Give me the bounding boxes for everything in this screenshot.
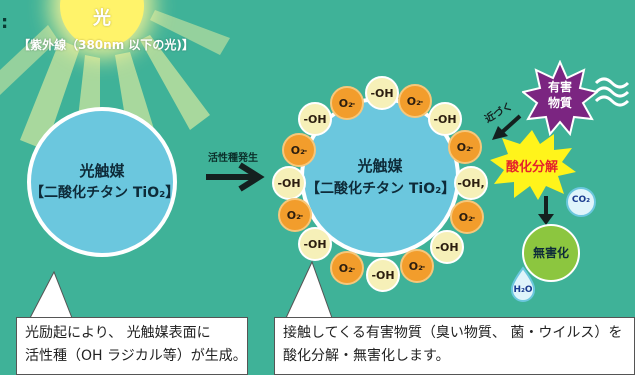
- harmful-substance-star-icon: [522, 60, 598, 136]
- light-title: 光: [93, 8, 111, 29]
- caption-right-line2: 酸化分解・無害化します。: [283, 348, 450, 364]
- oh-radical-bubble: -OH: [298, 102, 332, 136]
- arrow-label: 活性種発生: [208, 153, 258, 164]
- caption-right-line1: 接触してくる有害物質（臭い物質、 菌・ウイルス）を: [283, 325, 623, 341]
- decomposition-label: 酸化分解: [505, 160, 558, 175]
- o2-radical-bubble: O₂-: [278, 198, 312, 232]
- caption-left-line1: 光励起により、 光触媒表面に: [25, 325, 211, 341]
- catalyst-formula-before: 【二酸化チタン TiO₂】: [30, 185, 180, 201]
- co2-label: CO₂: [571, 195, 591, 205]
- down-arrow-icon: [538, 196, 554, 225]
- o2-radical-bubble: O₂-: [400, 249, 434, 283]
- caption-left: 光励起により、 光触媒表面に 活性種（OH ラジカル等）が生成。: [16, 317, 248, 375]
- catalyst-label-after: 光触媒: [357, 157, 403, 175]
- o2-radical-bubble: O₂-: [330, 251, 364, 285]
- oh-radical-bubble: -OH: [430, 230, 464, 264]
- o2-radical-bubble: O₂-: [448, 130, 482, 164]
- photocatalyst-ball-before: [27, 107, 177, 257]
- catalyst-formula-after: 【二酸化チタン TiO₂】: [306, 181, 456, 197]
- approach-arrow-icon: [492, 114, 522, 140]
- co2-bubble: [566, 187, 596, 217]
- right-arrow-icon: [206, 162, 265, 192]
- harmful-label-line2: 物質: [547, 96, 572, 110]
- harmless-ball: [522, 224, 580, 282]
- oh-radical-bubble: -OH: [365, 76, 399, 110]
- oh-radical-bubble: -OH,: [454, 166, 488, 200]
- water-droplet-icon: [510, 266, 536, 302]
- oh-radical-bubble: -OH: [428, 102, 462, 136]
- o2-radical-bubble: O₂-: [398, 84, 432, 118]
- harmless-label: 無害化: [532, 246, 569, 260]
- o2-radical-bubble: O₂-: [450, 200, 484, 234]
- caption-left-line2: 活性種（OH ラジカル等）が生成。: [25, 348, 247, 364]
- oh-radical-bubble: -OH: [298, 227, 332, 261]
- colon-mark: :: [1, 12, 9, 33]
- light-subtitle: 【紫外線（380nm 以下の光)】: [18, 38, 194, 52]
- caption-right: 接触してくる有害物質（臭い物質、 菌・ウイルス）を 酸化分解・無害化します。: [274, 317, 635, 375]
- harmful-label-line1: 有害: [547, 80, 572, 94]
- catalyst-label-before: 光触媒: [79, 162, 125, 180]
- h2o-label: H₂O: [513, 285, 533, 295]
- odor-wave-icon: [594, 77, 630, 107]
- oh-radical-bubble: -OH: [366, 258, 400, 292]
- o2-radical-bubble: O₂-: [330, 86, 364, 120]
- o2-radical-bubble: O₂-: [282, 133, 316, 167]
- decomposition-burst-icon: [490, 130, 576, 200]
